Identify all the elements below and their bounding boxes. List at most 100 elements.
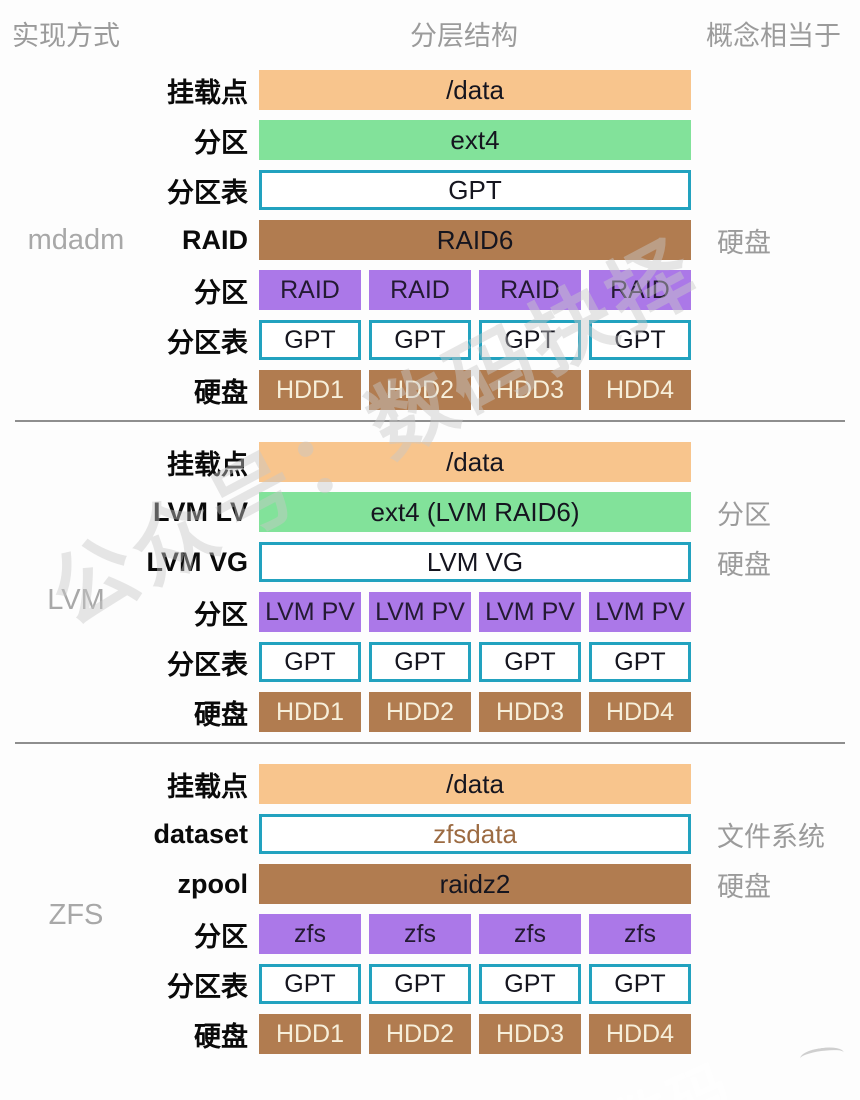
hdd-box: HDD4 — [589, 370, 691, 410]
layer-row: 挂载点 /data — [0, 764, 860, 804]
layer-row: 分区 LVM PV LVM PV LVM PV LVM PV — [0, 592, 860, 632]
partition-table-box: GPT — [369, 642, 471, 682]
hdd-box: HDD1 — [259, 370, 361, 410]
row-label: 分区 — [194, 277, 248, 308]
row-label: 硬盘 — [194, 377, 248, 408]
partition-table-box: GPT — [259, 964, 361, 1004]
zfs-partition-box: zfs — [589, 914, 691, 954]
partition-box: RAID — [259, 270, 361, 310]
hdd-box: HDD2 — [369, 370, 471, 410]
section-divider — [15, 420, 845, 422]
partition-table-box: GPT — [259, 642, 361, 682]
hdd-box: HDD4 — [589, 692, 691, 732]
lvm-vg-box: LVM VG — [259, 542, 691, 582]
partition-table-box: GPT — [589, 964, 691, 1004]
layer-row: 挂载点 /data — [0, 70, 860, 110]
header-layer-structure: 分层结构 — [410, 21, 518, 51]
hdd-box: HDD3 — [479, 692, 581, 732]
partition-table-box: GPT — [589, 320, 691, 360]
layer-row: LVM VG LVM VG 硬盘 — [0, 542, 860, 582]
side-label-lvm: LVM — [47, 583, 105, 616]
layer-row: 挂载点 /data — [0, 442, 860, 482]
hdd-box: HDD2 — [369, 692, 471, 732]
row-label: RAID — [182, 224, 248, 255]
lvm-pv-box: LVM PV — [259, 592, 361, 632]
partition-box: RAID — [479, 270, 581, 310]
mount-point-box: /data — [259, 442, 691, 482]
layer-row: 分区表 GPT GPT GPT GPT — [0, 320, 860, 360]
header-implementation: 实现方式 — [12, 21, 120, 51]
layer-row: dataset zfsdata 文件系统 — [0, 814, 860, 854]
concept-label: 分区 — [717, 499, 771, 530]
row-label: 挂载点 — [167, 771, 248, 802]
layer-row: 分区 ext4 — [0, 120, 860, 160]
row-label: dataset — [153, 818, 248, 849]
filesystem-box: ext4 — [259, 120, 691, 160]
section-divider — [15, 742, 845, 744]
header-concept-equivalent: 概念相当于 — [706, 21, 841, 51]
row-label: zpool — [177, 868, 248, 899]
partition-table-box: GPT — [479, 964, 581, 1004]
zfs-partition-box: zfs — [369, 914, 471, 954]
mount-point-box: /data — [259, 70, 691, 110]
layer-row: zpool raidz2 硬盘 — [0, 864, 860, 904]
row-label: 分区表 — [167, 649, 248, 680]
row-label: 分区表 — [167, 177, 248, 208]
raid-array-box: RAID6 — [259, 220, 691, 260]
layer-row: 分区 RAID RAID RAID RAID — [0, 270, 860, 310]
zfs-partition-box: zfs — [259, 914, 361, 954]
partition-box: RAID — [589, 270, 691, 310]
hdd-box: HDD3 — [479, 370, 581, 410]
hdd-box: HDD2 — [369, 1014, 471, 1054]
partition-table-box: GPT — [589, 642, 691, 682]
lvm-pv-box: LVM PV — [479, 592, 581, 632]
lvm-lv-box: ext4 (LVM RAID6) — [259, 492, 691, 532]
partition-table-box: GPT — [369, 964, 471, 1004]
layer-row: 硬盘 HDD1 HDD2 HDD3 HDD4 — [0, 370, 860, 410]
partition-table-box: GPT — [369, 320, 471, 360]
row-label: LVM LV — [153, 496, 248, 527]
layer-row: 硬盘 HDD1 HDD2 HDD3 HDD4 — [0, 692, 860, 732]
row-label: LVM VG — [146, 546, 248, 577]
layer-row: RAID RAID6 硬盘 — [0, 220, 860, 260]
mount-point-box: /data — [259, 764, 691, 804]
dataset-box: zfsdata — [259, 814, 691, 854]
row-label: 分区表 — [167, 327, 248, 358]
hdd-box: HDD3 — [479, 1014, 581, 1054]
row-label: 分区 — [194, 127, 248, 158]
partition-table-box: GPT — [259, 170, 691, 210]
column-headers: 实现方式 分层结构 概念相当于 — [0, 14, 860, 51]
hdd-box: HDD1 — [259, 1014, 361, 1054]
row-label: 挂载点 — [167, 77, 248, 108]
layer-row: 硬盘 HDD1 HDD2 HDD3 HDD4 — [0, 1014, 860, 1054]
concept-label: 硬盘 — [717, 549, 771, 580]
side-label-mdadm: mdadm — [27, 223, 125, 256]
row-label: 分区 — [194, 921, 248, 952]
diagram-content: 挂载点 /data 分区 ext4 分区表 GPT RAID RAID6 硬盘 … — [0, 70, 860, 1064]
section-mdadm: 挂载点 /data 分区 ext4 分区表 GPT RAID RAID6 硬盘 … — [0, 70, 860, 410]
concept-label: 硬盘 — [717, 871, 771, 902]
layer-row: 分区表 GPT GPT GPT GPT — [0, 642, 860, 682]
layer-row: 分区 zfs zfs zfs zfs — [0, 914, 860, 954]
row-label: 硬盘 — [194, 699, 248, 730]
row-label: 挂载点 — [167, 449, 248, 480]
hdd-box: HDD1 — [259, 692, 361, 732]
hdd-box: HDD4 — [589, 1014, 691, 1054]
partition-table-box: GPT — [479, 320, 581, 360]
layer-row: 分区表 GPT — [0, 170, 860, 210]
partition-box: RAID — [369, 270, 471, 310]
zfs-partition-box: zfs — [479, 914, 581, 954]
side-label-zfs: ZFS — [48, 898, 104, 931]
section-lvm: 挂载点 /data LVM LV ext4 (LVM RAID6) 分区 LVM… — [0, 442, 860, 732]
partition-table-box: GPT — [479, 642, 581, 682]
row-label: 分区表 — [167, 971, 248, 1002]
row-label: 分区 — [194, 599, 248, 630]
lvm-pv-box: LVM PV — [369, 592, 471, 632]
partition-table-box: GPT — [259, 320, 361, 360]
layer-row: 分区表 GPT GPT GPT GPT — [0, 964, 860, 1004]
section-zfs: 挂载点 /data dataset zfsdata 文件系统 zpool rai… — [0, 764, 860, 1054]
row-label: 硬盘 — [194, 1021, 248, 1052]
lvm-pv-box: LVM PV — [589, 592, 691, 632]
concept-label: 文件系统 — [717, 821, 825, 852]
